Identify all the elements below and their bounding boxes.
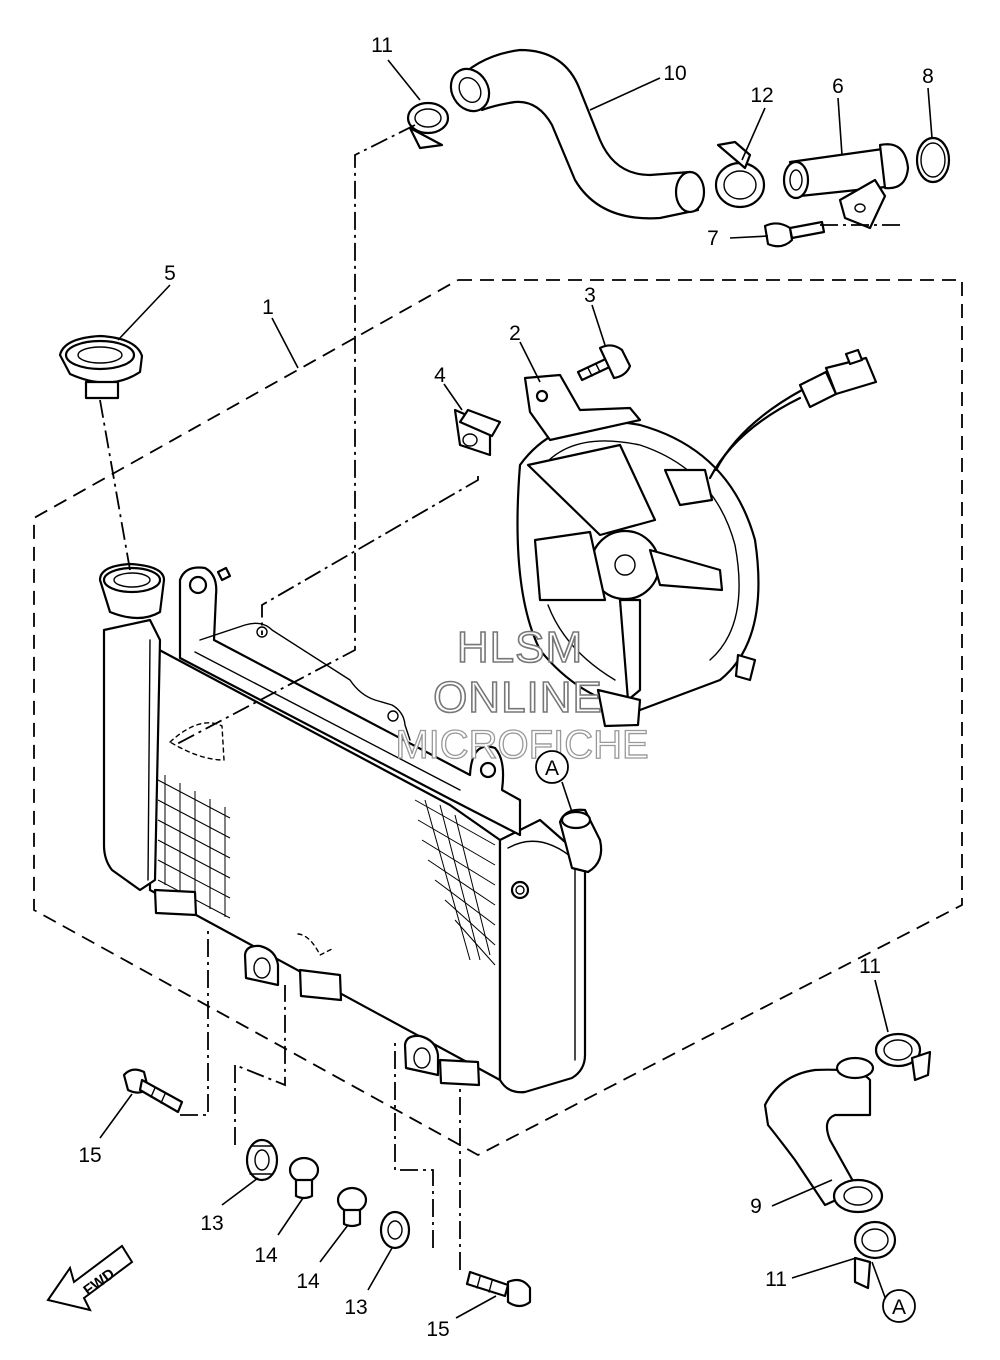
radiator: [98, 562, 587, 1094]
fwd-arrow-icon: FWD: [46, 1244, 134, 1312]
collar-14-left: [288, 1156, 320, 1200]
outlet-pipe: [558, 808, 603, 874]
callout-11-bottom: 11: [765, 1268, 787, 1291]
watermark-line-2: ONLINE: [433, 673, 603, 722]
o-ring: [915, 136, 951, 184]
callout-8: 8: [922, 65, 934, 88]
marker-a-upper-label: A: [545, 757, 559, 780]
leader-lines: [99, 59, 933, 1319]
bolt-part-7: [763, 220, 826, 248]
clamp-right-lower: [853, 1220, 897, 1290]
clamp-part-12: [714, 140, 766, 209]
callout-7: 7: [707, 227, 719, 250]
callouts: 11 10 12 6 8 7 5 1 3 2 4 11 9 11 15 13 1…: [78, 34, 934, 1341]
callout-13-right: 13: [344, 1296, 367, 1319]
callout-15-right: 15: [426, 1318, 449, 1341]
marker-a-lower: A: [882, 1289, 916, 1323]
lower-hose: [763, 1056, 884, 1214]
clamp-top: [406, 101, 450, 150]
collar-14-right: [336, 1186, 368, 1228]
bolt-15-left: [122, 1068, 184, 1114]
callout-10: 10: [663, 62, 686, 85]
bolt-part-3: [576, 344, 632, 382]
radiator-bracket: [178, 566, 522, 837]
callout-4: 4: [434, 364, 446, 387]
radiator-cap: [58, 334, 144, 400]
grommet-13-right: [379, 1210, 411, 1250]
callout-2: 2: [509, 322, 521, 345]
assembly-boundary: [33, 279, 963, 1157]
nut-part-4: [453, 408, 502, 457]
callout-11-right: 11: [859, 955, 881, 978]
callout-1: 1: [262, 296, 274, 319]
pipe-part-6: [782, 143, 910, 230]
callout-3: 3: [584, 284, 596, 307]
marker-a-upper: A: [535, 750, 569, 784]
callout-9: 9: [750, 1195, 762, 1218]
center-lines: [99, 124, 900, 1270]
bolt-15-right: [465, 1270, 532, 1308]
grommet-13-left: [245, 1138, 279, 1182]
callout-5: 5: [164, 262, 176, 285]
fan-assembly: [516, 348, 878, 728]
radiator-mesh: [157, 775, 496, 966]
callout-6: 6: [832, 75, 844, 98]
callout-11-top: 11: [371, 34, 393, 57]
upper-hose: [449, 48, 706, 220]
callout-14-right: 14: [296, 1270, 320, 1293]
watermark-line-1: HLSM: [457, 623, 583, 672]
watermark-line-3: MICROFICHE: [395, 723, 648, 767]
callout-12: 12: [750, 84, 773, 107]
marker-a-lower-label: A: [892, 1296, 906, 1319]
clamp-right-upper: [874, 1032, 932, 1082]
callout-14-left: 14: [254, 1244, 278, 1267]
callout-15-left: 15: [78, 1144, 101, 1167]
callout-13-left: 13: [200, 1212, 223, 1235]
watermark: HLSM ONLINE MICROFICHE: [395, 622, 650, 767]
